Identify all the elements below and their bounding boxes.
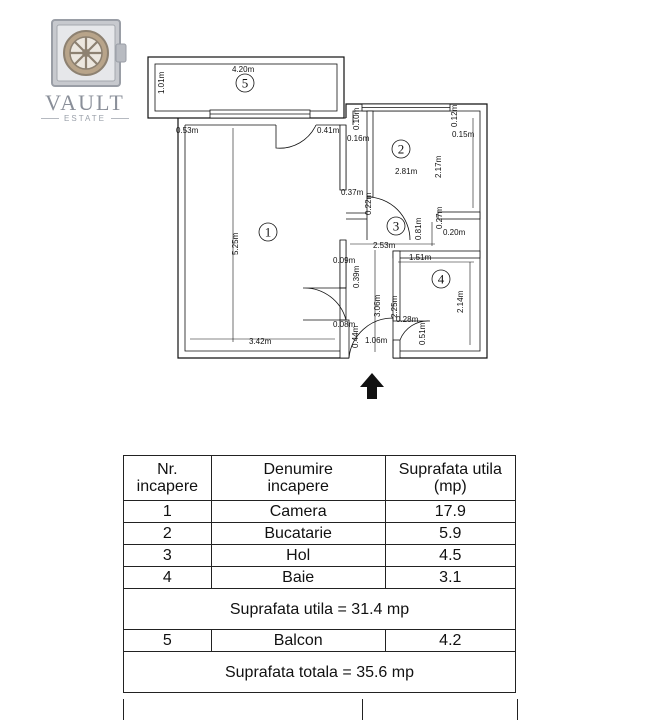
dim-041: 0.41m (317, 126, 340, 135)
table-row: 2 Bucatarie 5.9 (123, 522, 517, 545)
dimension-texts: 4.20m 1.01m 0.53m 0.41m 0.10m 0.16m 0.12… (157, 65, 475, 348)
dim-room1-width: 3.42m (249, 337, 272, 346)
header-name: Denumire incapere (210, 455, 386, 501)
total-text: Suprafata totala = 35.6 mp (123, 651, 516, 693)
table-trailing-row (123, 699, 518, 720)
dim-028: 0.28m (396, 315, 419, 324)
balcony-area: 4.2 (384, 629, 517, 652)
door-entry (348, 317, 394, 359)
dim-bath-height: 2.14m (456, 290, 465, 313)
door-kitchen (366, 196, 411, 241)
dimension-lines (190, 118, 474, 352)
row-area: 3.1 (384, 566, 517, 589)
room1-top-wall (178, 117, 346, 126)
dim-306: 3.06m (373, 294, 382, 317)
dim-012: 0.12m (450, 104, 459, 127)
dim-entry-width: 1.06m (365, 336, 388, 345)
table-row: 3 Hol 4.5 (123, 544, 517, 567)
kitchen-left-wall (366, 110, 374, 198)
room-1-marker (258, 222, 278, 242)
dim-022: 0.22m (364, 192, 373, 215)
row-name: Hol (210, 544, 386, 567)
room-3-number: 3 (393, 219, 400, 234)
dim-027: 0.27m (435, 206, 444, 229)
room-5-number: 5 (242, 76, 249, 91)
dim-081: 0.81m (414, 217, 423, 240)
door-room1 (302, 287, 347, 321)
row-nr: 1 (123, 500, 212, 523)
row-nr: 4 (123, 566, 212, 589)
room-4-number: 4 (438, 272, 445, 287)
dim-020: 0.20m (443, 228, 466, 237)
dim-kitchen-height: 2.17m (434, 155, 443, 178)
balcony-nr: 5 (123, 629, 212, 652)
entry-arrow-icon (360, 373, 384, 399)
row-name: Baie (210, 566, 386, 589)
vault-estate-logo (36, 18, 134, 146)
row-nr: 3 (123, 544, 212, 567)
row-area: 4.5 (384, 544, 517, 567)
dim-hall-width: 2.53m (373, 241, 396, 250)
row-nr: 2 (123, 522, 212, 545)
room-1-number: 1 (265, 225, 272, 240)
dim-037: 0.37m (341, 188, 364, 197)
dim-051: 0.51m (418, 322, 427, 345)
area-table: Nr. incapere Denumire incapere Suprafata… (123, 455, 517, 693)
header-nr: Nr. incapere (123, 455, 212, 501)
subtotal-row: Suprafata utila = 31.4 mp (123, 588, 516, 630)
room-2-number: 2 (398, 142, 405, 157)
row-name: Bucatarie (210, 522, 386, 545)
dim-039: 0.39m (352, 265, 361, 288)
logo-title: VAULT (45, 90, 125, 115)
dim-225: 2.25m (390, 295, 399, 318)
dim-053: 0.53m (176, 126, 199, 135)
logo-subtitle: ESTATE (34, 114, 136, 123)
room-labels: 1 2 3 4 5 (235, 73, 451, 289)
header-area: Suprafata utila (mp) (384, 455, 517, 501)
row-area: 17.9 (384, 500, 517, 523)
dim-balcony-width: 4.20m (232, 65, 255, 74)
vault-wheel-icon (51, 19, 127, 87)
door-balcony (275, 124, 317, 149)
row-area: 5.9 (384, 522, 517, 545)
table-header-row: Nr. incapere Denumire incapere Suprafata… (123, 455, 517, 501)
dim-balcony-depth: 1.01m (157, 71, 166, 94)
balcony-name: Balcon (210, 629, 386, 652)
table-row: 5 Balcon 4.2 (123, 629, 517, 652)
doors (275, 124, 431, 359)
dim-009: 0.09m (333, 256, 356, 265)
room-5-marker (235, 73, 255, 93)
row-name: Camera (210, 500, 386, 523)
dim-015: 0.15m (452, 130, 475, 139)
room-2-marker (391, 139, 411, 159)
dim-bath-width: 1.51m (409, 253, 432, 262)
dim-008: 0.08m (333, 320, 356, 329)
dim-016: 0.16m (347, 134, 370, 143)
dim-kitchen-width: 2.81m (395, 167, 418, 176)
dim-044: 0.44m (351, 325, 360, 348)
dim-010: 0.10m (352, 107, 361, 130)
total-row: Suprafata totala = 35.6 mp (123, 651, 516, 693)
bath-left-wall (392, 250, 401, 322)
bath-top-wall (392, 250, 481, 259)
subtotal-text: Suprafata utila = 31.4 mp (123, 588, 516, 630)
walls (147, 56, 488, 359)
table-row: 1 Camera 17.9 (123, 500, 517, 523)
outer-wall-inner (184, 110, 481, 352)
kitchen-bottom-wall (437, 211, 481, 220)
floor-plan: 1 2 3 4 5 4.20m 1.01m 0.53m 0.41m 0.10m … (147, 56, 488, 399)
table-row: 4 Baie 3.1 (123, 566, 517, 589)
outer-wall (177, 103, 488, 359)
dim-room1-height: 5.25m (231, 232, 240, 255)
room-4-marker (431, 269, 451, 289)
door-bath (399, 320, 431, 341)
room-3-marker (386, 216, 406, 236)
